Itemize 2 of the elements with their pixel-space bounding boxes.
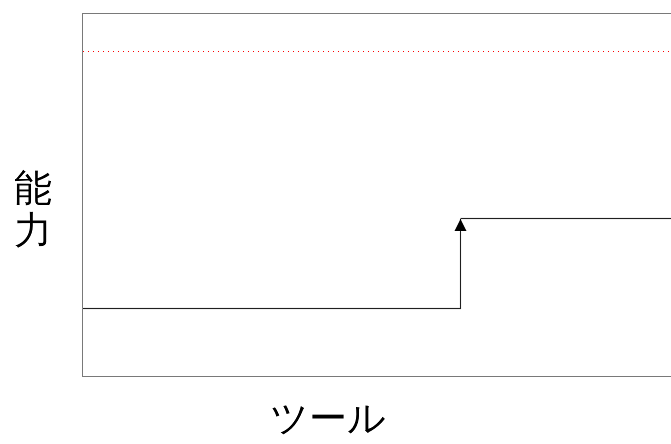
x-axis-label: ツール [270, 398, 386, 440]
y-axis-label: 能力 [14, 168, 52, 252]
